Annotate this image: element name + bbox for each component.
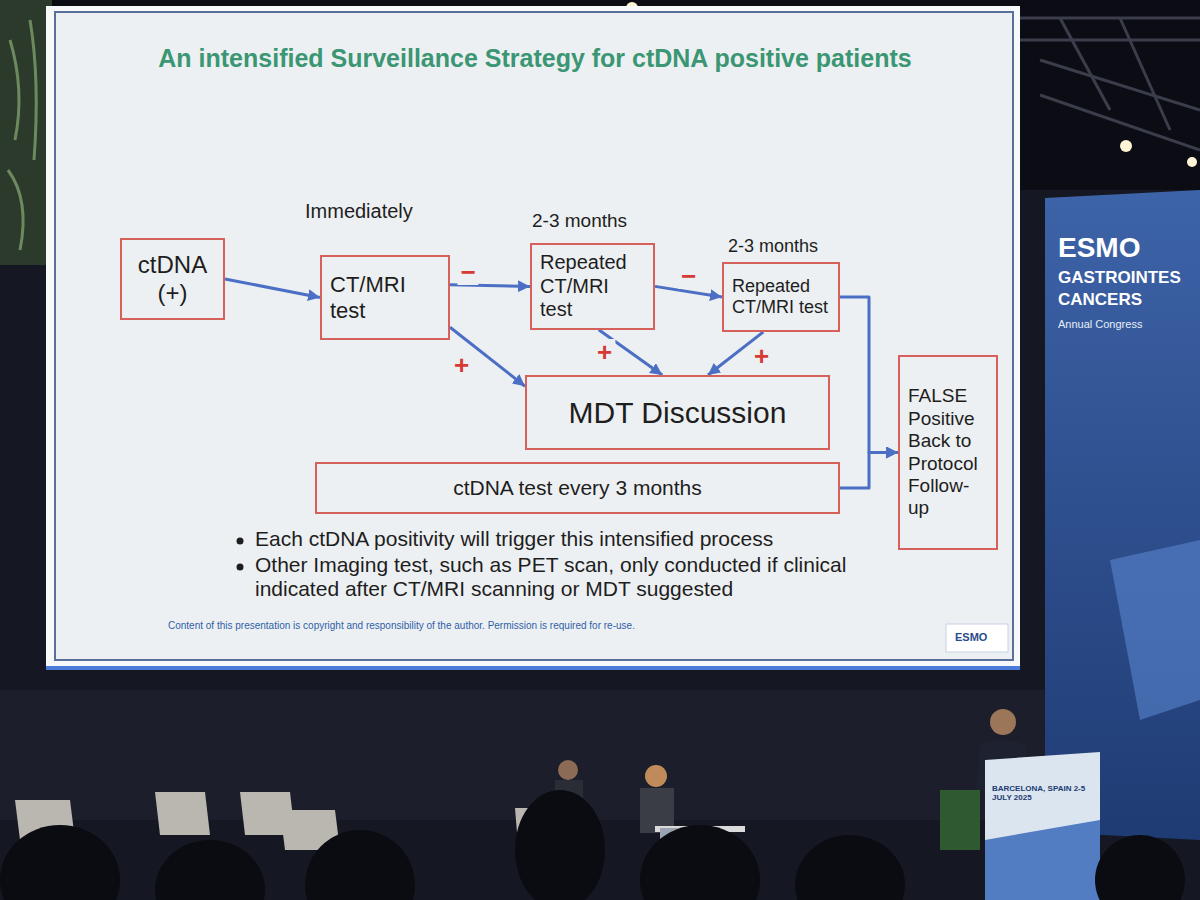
slide-title: An intensified Surveillance Strategy for… [70, 44, 1000, 73]
screen-glow [46, 666, 1020, 670]
side-image [0, 0, 52, 265]
banner-title: CANCERS [1058, 290, 1142, 310]
node-text: ctDNA test every 3 months [453, 476, 702, 501]
banner-subtitle: Annual Congress [1058, 318, 1142, 331]
bullet-note: Each ctDNA positivity will trigger this … [255, 527, 915, 551]
timing-label: Immediately [305, 200, 413, 223]
copyright-note: Content of this presentation is copyrigh… [168, 620, 728, 632]
bullet-dot [237, 564, 244, 571]
flow-arrow [450, 327, 525, 386]
branch-sign: − [678, 263, 699, 289]
audience-heads [0, 790, 1185, 900]
timing-label: 2-3 months [728, 236, 818, 257]
slide-logo: ESMO [955, 631, 987, 644]
monitoring-box: ctDNA test every 3 months [315, 462, 840, 514]
process-box: CT/MRI test [320, 255, 450, 340]
branch-sign: + [451, 352, 472, 378]
plant-sketch [8, 20, 36, 250]
process-box: Repeated CT/MRI test [722, 262, 840, 332]
node-text: Repeated CT/MRI test [732, 276, 828, 318]
logo-plate [946, 624, 1008, 652]
branch-sign: + [751, 343, 772, 369]
banner-title: GASTROINTES [1058, 268, 1181, 288]
node-text: ctDNA (+) [131, 251, 214, 308]
branch-sign: + [594, 339, 615, 365]
podium-plant [940, 790, 980, 850]
trigger-box: ctDNA (+) [120, 238, 225, 320]
bullet-note: Other Imaging test, such as PET scan, on… [255, 553, 915, 601]
flow-arrow [840, 297, 898, 453]
banner-graphic [1110, 540, 1200, 720]
discussion-box: MDT Discussion [525, 375, 830, 450]
podium-graphic [985, 820, 1100, 900]
flow-arrow [225, 279, 320, 298]
branch-sign: − [457, 259, 478, 285]
node-text: MDT Discussion [569, 395, 787, 430]
process-box: Repeated CT/MRI test [530, 243, 655, 330]
outcome-box: FALSE Positive Back to Protocol Follow-u… [898, 355, 998, 550]
flow-arrow [840, 453, 898, 489]
flow-arrow [450, 285, 530, 287]
podium-text: BARCELONA, SPAIN 2-5 JULY 2025 [992, 784, 1092, 802]
podium [985, 752, 1100, 900]
congress-banner [1045, 190, 1200, 840]
bullet-dot [237, 538, 244, 545]
node-text: Repeated CT/MRI test [540, 251, 643, 322]
screen-frame [46, 6, 1020, 666]
node-text: FALSE Positive Back to Protocol Follow-u… [908, 385, 986, 519]
banner-title: ESMO [1058, 232, 1140, 264]
node-text: CT/MRI test [330, 272, 438, 324]
timing-label: 2-3 months [532, 210, 627, 232]
slide-panel [55, 12, 1013, 660]
